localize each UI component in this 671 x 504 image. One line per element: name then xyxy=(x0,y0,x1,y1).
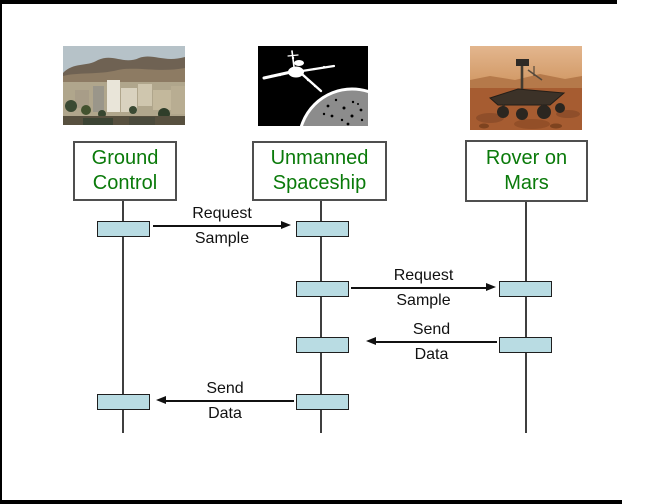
actor-box-unmanned-spaceship: Unmanned Spaceship xyxy=(252,141,387,201)
actor-box-rover-on-mars: Rover on Mars xyxy=(465,140,588,202)
activation-spaceship-3 xyxy=(296,337,349,353)
message-label: Request xyxy=(393,267,454,284)
arrow-line xyxy=(164,400,294,402)
frame-left-bar xyxy=(0,0,2,504)
rover-photo xyxy=(470,46,582,130)
activation-rover-2 xyxy=(499,337,552,353)
lifeline-unmanned-spaceship xyxy=(320,201,322,433)
message-label: Send xyxy=(206,380,244,397)
actor-label-line: Unmanned xyxy=(270,147,369,169)
message-send-data-1: Send Data xyxy=(366,320,497,366)
arrowhead-right-icon xyxy=(281,221,291,229)
activation-ground-1 xyxy=(97,221,150,237)
actor-label-line: Spaceship xyxy=(272,172,367,194)
activation-spaceship-2 xyxy=(296,281,349,297)
message-label: Send xyxy=(412,321,451,338)
frame-top-bar xyxy=(0,0,617,4)
lifeline-rover-on-mars xyxy=(525,202,527,433)
message-label: Data xyxy=(414,346,449,363)
message-label: Data xyxy=(208,405,242,422)
message-label: Request xyxy=(192,205,252,222)
actor-label-line: Control xyxy=(92,172,158,194)
actor-box-ground-control: Ground Control xyxy=(73,141,177,201)
arrowhead-right-icon xyxy=(486,283,496,291)
activation-spaceship-1 xyxy=(296,221,349,237)
message-send-data-2: Send Data xyxy=(156,379,294,425)
actor-label-line: Ground xyxy=(91,147,159,169)
arrowhead-left-icon xyxy=(156,396,166,404)
arrow-line xyxy=(374,341,497,343)
message-label: Sample xyxy=(194,230,250,247)
arrow-line xyxy=(153,225,283,227)
actor-label-line: Mars xyxy=(504,172,549,194)
message-request-sample-1: Request Sample xyxy=(153,204,291,250)
frame-bottom-bar xyxy=(0,500,622,504)
spaceship-photo xyxy=(258,46,368,126)
activation-spaceship-4 xyxy=(296,394,349,410)
message-label: Sample xyxy=(396,292,451,309)
ground-control-photo xyxy=(63,46,185,125)
activation-rover-1 xyxy=(499,281,552,297)
message-request-sample-2: Request Sample xyxy=(351,266,496,312)
activation-ground-2 xyxy=(97,394,150,410)
arrow-line xyxy=(351,287,488,289)
lifeline-ground-control xyxy=(122,201,124,433)
arrowhead-left-icon xyxy=(366,337,376,345)
actor-label-line: Rover on xyxy=(485,147,568,169)
